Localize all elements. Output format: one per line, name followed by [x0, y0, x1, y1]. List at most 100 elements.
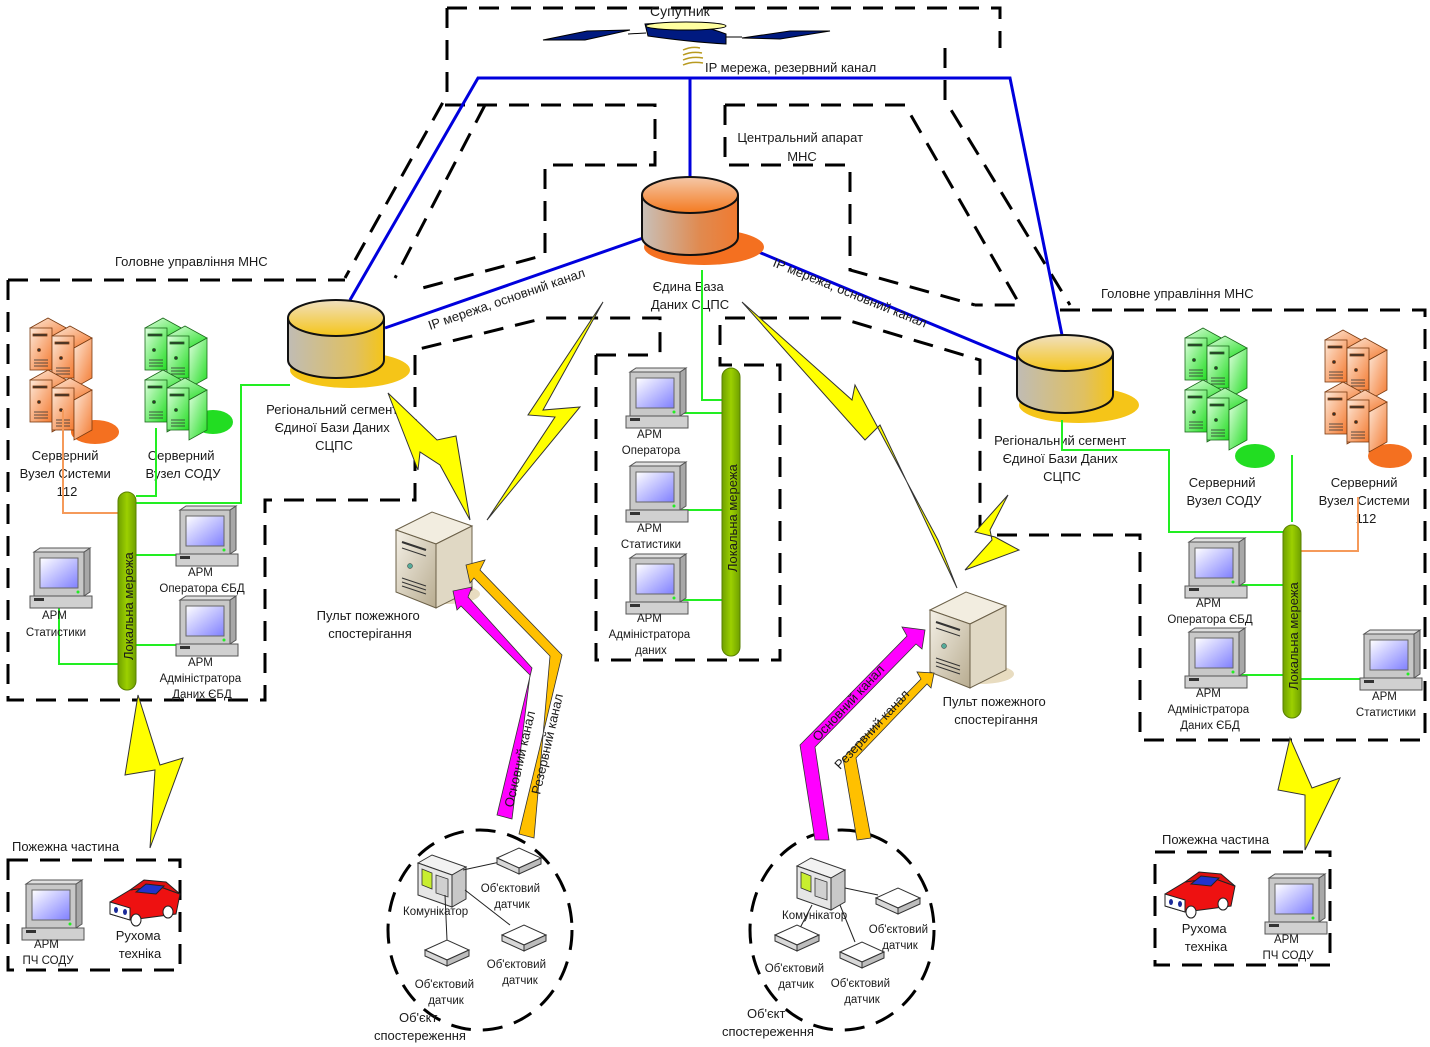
console-label-line: Пульт пожежного: [317, 608, 420, 623]
left-lan: Локальна мережа: [58, 384, 290, 691]
sensor-label: Об'єктовий: [765, 963, 824, 975]
ws-label: Оператора: [622, 445, 681, 457]
left-server-112-label: Серверний Вузел Системи 112: [20, 448, 115, 499]
svg-text:АРМ Статистики: АРМ Статистики: [1356, 691, 1416, 719]
sensor-label: датчик: [494, 899, 531, 911]
object-label-line: спостереження: [722, 1024, 814, 1039]
ws-label: Статистики: [26, 627, 86, 639]
right-console-bolt-1-icon: [741, 301, 958, 589]
object-label-line: Об'єкт: [399, 1010, 438, 1025]
left-sensor-2-label: Об'єктовий датчик: [487, 959, 549, 987]
right-backup-channel-arrow: [842, 671, 935, 841]
ws-label: Адміністратора: [1168, 704, 1250, 716]
left-console-label: Пульт пожежного спостерігання: [317, 608, 424, 641]
ws-label: АРМ: [1196, 598, 1221, 610]
ip-network-lines: [348, 76, 1064, 362]
ws-label: Оператора ЄБД: [159, 583, 244, 595]
central-zone-label: Центральний апарат МНС: [737, 130, 866, 164]
left-console-bolt-2-icon: [486, 301, 604, 521]
left-sensor-3-label: Об'єктовий датчик: [415, 979, 477, 1007]
right-console-icon: [929, 591, 1015, 689]
ws-label: Адміністратора: [609, 629, 691, 641]
ws-label: Статистики: [1356, 707, 1416, 719]
db-label-line: Регіональний сегмент: [994, 433, 1126, 448]
ws-label: ПЧ СОДУ: [22, 955, 74, 967]
ws-label: Адміністратора: [160, 673, 242, 685]
central-database-icon: [641, 176, 765, 266]
svg-text:АРМ Адміністратора: АРМ Адміністратора Даних ЄБД: [1168, 688, 1253, 732]
ws-label: АРМ: [637, 523, 662, 535]
central-zone-label-line2: МНС: [787, 149, 817, 164]
sensor-label: датчик: [428, 995, 465, 1007]
db-label-line: СЦПС: [1043, 469, 1081, 484]
db-label-line: Єдиної Бази Даних: [275, 420, 391, 435]
server-label-line: Серверний: [148, 448, 215, 463]
db-label-line: СЦПС: [315, 438, 353, 453]
vehicle-label-line: Рухома: [1182, 921, 1228, 936]
vehicle-label-line: техніка: [1185, 939, 1228, 954]
satellite-link-label: IP мережа, резервний канал: [705, 60, 876, 75]
right-communicator-label: Комунікатор: [782, 910, 847, 922]
left-sensor-1-icon: [496, 847, 542, 875]
satellite-icon: [542, 21, 831, 66]
right-server-112-icon: [1324, 329, 1412, 468]
left-wireless-bolt-icon: [124, 694, 184, 849]
left-ws-admin: АРМ Адміністратора Даних ЄБД: [160, 595, 245, 701]
object-label-line: Об'єкт: [747, 1006, 786, 1021]
left-object-label: Об'єкт спостереження: [374, 1010, 466, 1043]
left-sensor-3-icon: [424, 939, 470, 967]
left-lan-label: Локальна мережа: [121, 551, 136, 660]
console-label-line: Пульт пожежного: [943, 694, 1046, 709]
right-fire-unit-ws-icon: [1264, 873, 1328, 935]
sensor-label: Об'єктовий: [415, 979, 474, 991]
sensor-label: Об'єктовий: [831, 978, 890, 990]
server-label-line: Серверний: [32, 448, 99, 463]
console-label-line: спостерігання: [328, 626, 412, 641]
svg-text:АРМ Статистики: АРМ Статистики: [26, 610, 86, 639]
right-sensor-1-icon: [875, 887, 921, 915]
vehicle-label-line: техніка: [119, 946, 162, 961]
sensor-label: датчик: [778, 979, 815, 991]
server-label-line: Серверний: [1331, 475, 1398, 490]
svg-text:АРМ Адміністратора: АРМ Адміністратора Даних ЄБД: [160, 657, 245, 701]
right-console-label: Пульт пожежного спостерігання: [943, 694, 1050, 727]
central-workstation-operator: АРМ Оператора: [622, 367, 689, 457]
object-label-line: спостереження: [374, 1028, 466, 1043]
central-lan: Локальна мережа: [680, 270, 741, 657]
central-database-label-line1: Єдина База: [653, 279, 725, 294]
central-workstation-statistics: АРМ Статистики: [621, 461, 689, 551]
ws-label: АРМ: [1196, 688, 1221, 700]
svg-text:АРМ Оператора ЄБД: АРМ Оператора ЄБД: [1167, 598, 1252, 626]
central-zone-label-line1: Центральний апарат: [737, 130, 863, 145]
svg-text:АРМ Адміністратора: АРМ Адміністратора даних: [609, 613, 694, 657]
left-fire-unit-ws-icon: [21, 879, 85, 941]
server-label-line: 112: [57, 484, 78, 499]
right-sensor-2-icon: [774, 924, 820, 952]
zone-boundaries: [6, 6, 1427, 1032]
ws-label: Оператора ЄБД: [1167, 614, 1252, 626]
server-label-line: Вузел Системи: [20, 466, 111, 481]
server-label-line: Вузел СОДУ: [146, 466, 222, 481]
left-vehicle-label: Рухома техніка: [116, 928, 165, 961]
right-ws-operator: АРМ Оператора ЄБД: [1167, 537, 1253, 626]
svg-text:АРМ Статистики: АРМ Статистики: [621, 523, 681, 551]
ws-label: АРМ: [1274, 934, 1299, 946]
ws-label: АРМ: [42, 610, 67, 622]
sensor-label: датчик: [502, 975, 539, 987]
right-fire-unit-ws-label: АРМ ПЧ СОДУ: [1262, 934, 1314, 962]
right-sensor-2-label: Об'єктовий датчик: [765, 963, 827, 991]
server-label-line: Вузел СОДУ: [1187, 493, 1263, 508]
ws-label: даних: [635, 645, 667, 657]
right-lan: Локальна мережа: [1061, 420, 1362, 719]
ip-link-label-left: IP мережа, основний канал: [426, 265, 587, 333]
left-sensor-2-icon: [501, 924, 547, 952]
right-vehicle-label: Рухома техніка: [1182, 921, 1231, 954]
server-label-line: Серверний: [1189, 475, 1256, 490]
right-region-label: Головне управління МНС: [1101, 286, 1254, 301]
db-label-line: Регіональний сегмент: [266, 402, 398, 417]
satellite-label: Супутник: [650, 3, 711, 19]
right-object-label: Об'єкт спостереження: [722, 1006, 814, 1039]
left-vehicle-icon: [109, 879, 181, 927]
left-ws-statistics: АРМ Статистики: [26, 547, 93, 639]
